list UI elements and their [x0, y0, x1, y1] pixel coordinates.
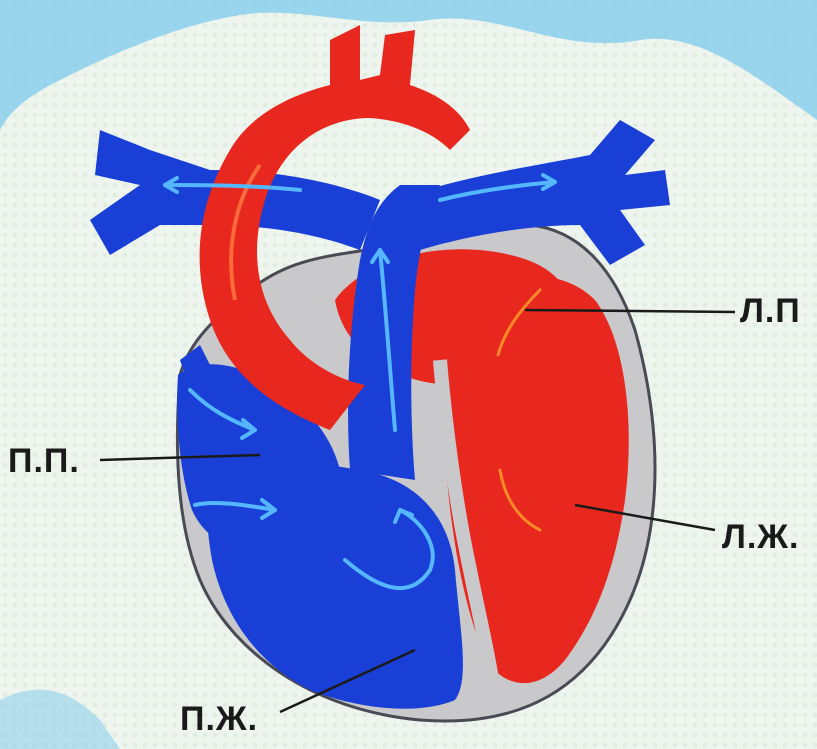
label-left-atrium: Л.П	[740, 292, 801, 331]
label-right-ventricle: П.Ж.	[180, 700, 258, 739]
label-right-atrium: П.П.	[8, 442, 80, 481]
label-left-ventricle: Л.Ж.	[722, 518, 799, 557]
